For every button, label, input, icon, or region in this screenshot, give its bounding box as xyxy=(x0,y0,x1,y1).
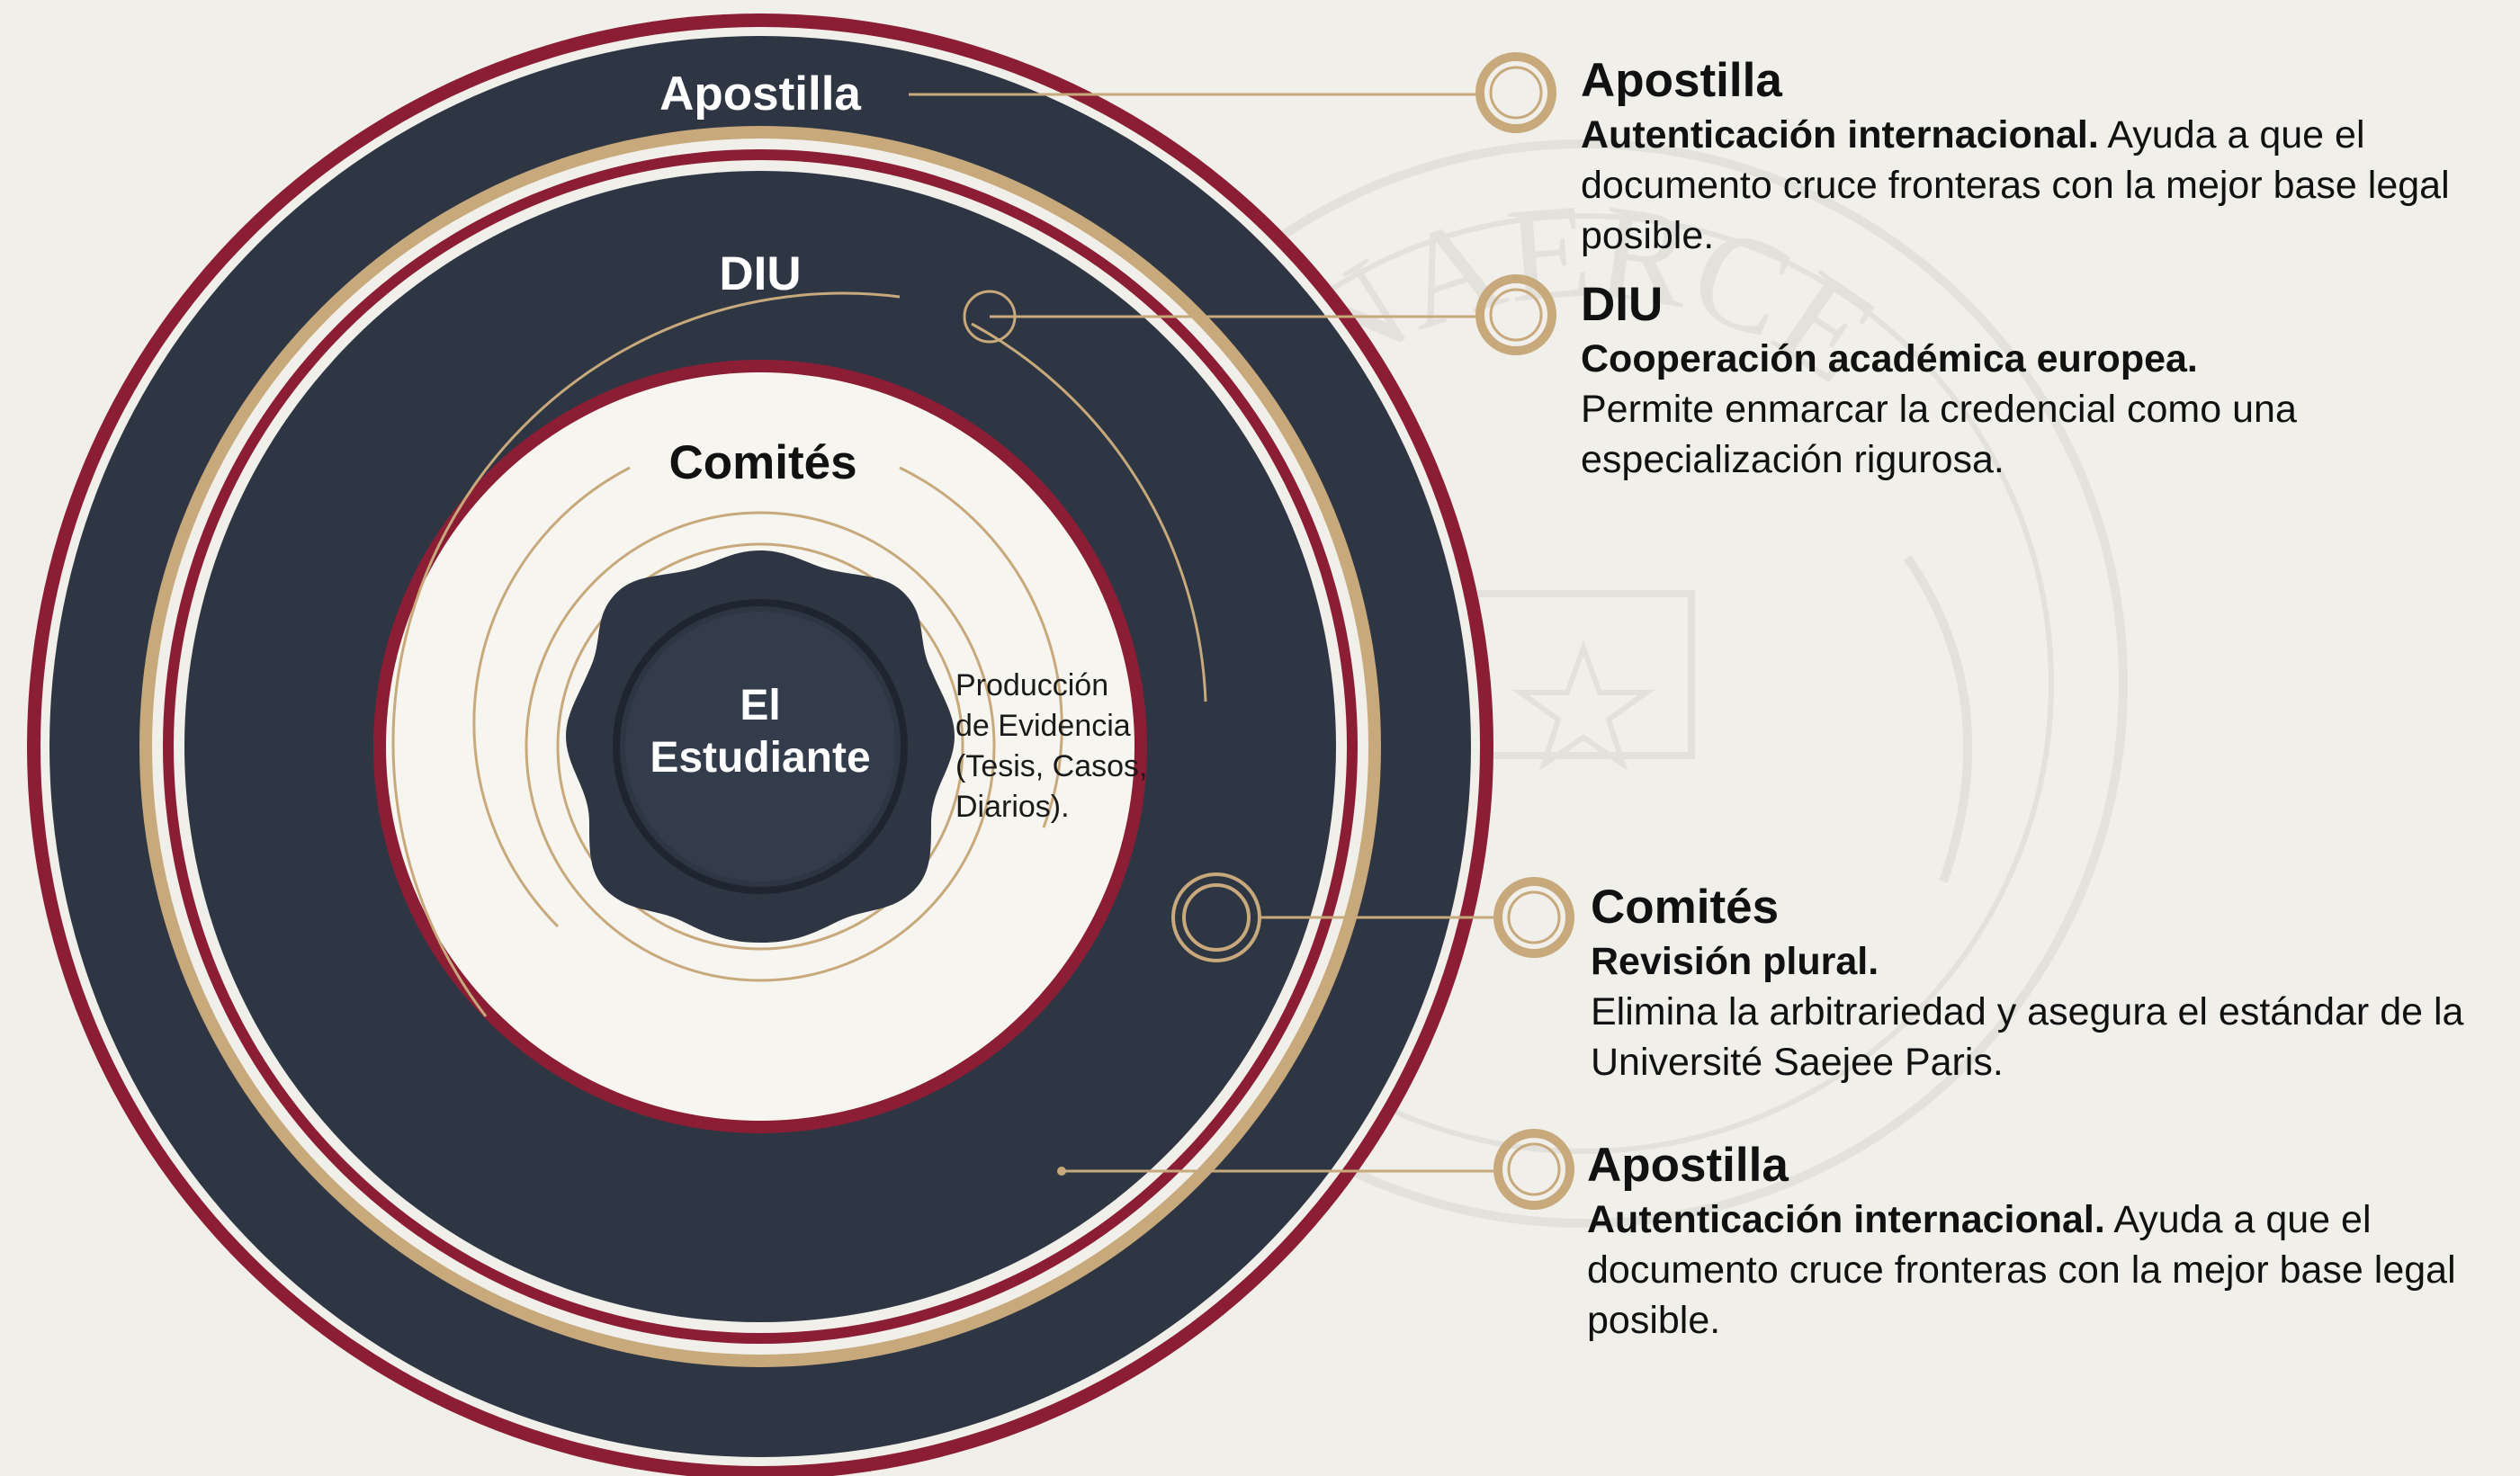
callout-description: Autenticación internacional. Ayuda a que… xyxy=(1587,1194,2514,1346)
ring-marker xyxy=(963,290,1017,344)
callout-apostilla: Apostilla Autenticación internacional. A… xyxy=(1581,54,2507,261)
callout-ring-icon xyxy=(1493,877,1574,958)
callout-description: Autenticación internacional. Ayuda a que… xyxy=(1581,110,2507,261)
ring-label-diu: DIU xyxy=(719,247,801,300)
callout-text: Elimina la arbitrariedad y asegura el es… xyxy=(1591,990,2464,1084)
callout-ring-icon xyxy=(1475,52,1556,133)
evidence-text: Producción de Evidencia (Tesis, Casos, D… xyxy=(955,668,1148,824)
callout-comites: Comités Revisión plural. Elimina la arbit… xyxy=(1591,881,2499,1087)
callout-bold: Autenticación internacional. xyxy=(1581,113,2099,157)
callout-title: Apostilla xyxy=(1587,1139,1789,1192)
wax-seal xyxy=(566,550,955,943)
callout-text: Permite enmarcar la credencial como una … xyxy=(1581,388,2297,481)
callout-title: DIU xyxy=(1581,278,1664,331)
ring-label-apostilla: Apostilla xyxy=(659,67,861,121)
callout-bold: Revisión plural. xyxy=(1591,940,1879,983)
evidence-line: Producción xyxy=(955,668,1108,702)
callout-description: Cooperación académica europea. Permite en… xyxy=(1581,334,2507,485)
center-label-line2: Estudiante xyxy=(650,734,870,782)
callout-ring-icon xyxy=(1475,274,1556,355)
ring-label-comites: Comités xyxy=(668,436,856,489)
evidence-line: Diarios). xyxy=(955,790,1070,824)
center-label-line1: El xyxy=(740,682,780,729)
ring-marker xyxy=(1057,1167,1066,1176)
callout-description: Revisión plural. Elimina la arbitrariedad… xyxy=(1591,936,2499,1087)
callout-bold: Autenticación internacional. xyxy=(1587,1198,2105,1241)
callout-text: Ayuda a que el documento cruce fronteras… xyxy=(1587,1198,2456,1342)
callout-apostilla-2: Apostilla Autenticación internacional. A… xyxy=(1587,1139,2514,1346)
callout-bold: Cooperación académica europea. xyxy=(1581,337,2198,380)
ring-marker xyxy=(1171,872,1261,962)
callout-text: Ayuda a que el documento cruce fronteras… xyxy=(1581,113,2450,257)
callout-diu: DIU Cooperación académica europea. Permit… xyxy=(1581,278,2507,485)
callout-ring-icon xyxy=(1493,1129,1574,1210)
evidence-line: de Evidencia xyxy=(955,709,1131,743)
connector-lines xyxy=(909,93,1493,1173)
callout-title: Apostilla xyxy=(1581,54,1782,107)
evidence-line: (Tesis, Casos, xyxy=(955,749,1148,783)
callout-rings xyxy=(1475,52,1574,1210)
callout-title: Comités xyxy=(1591,881,1780,934)
